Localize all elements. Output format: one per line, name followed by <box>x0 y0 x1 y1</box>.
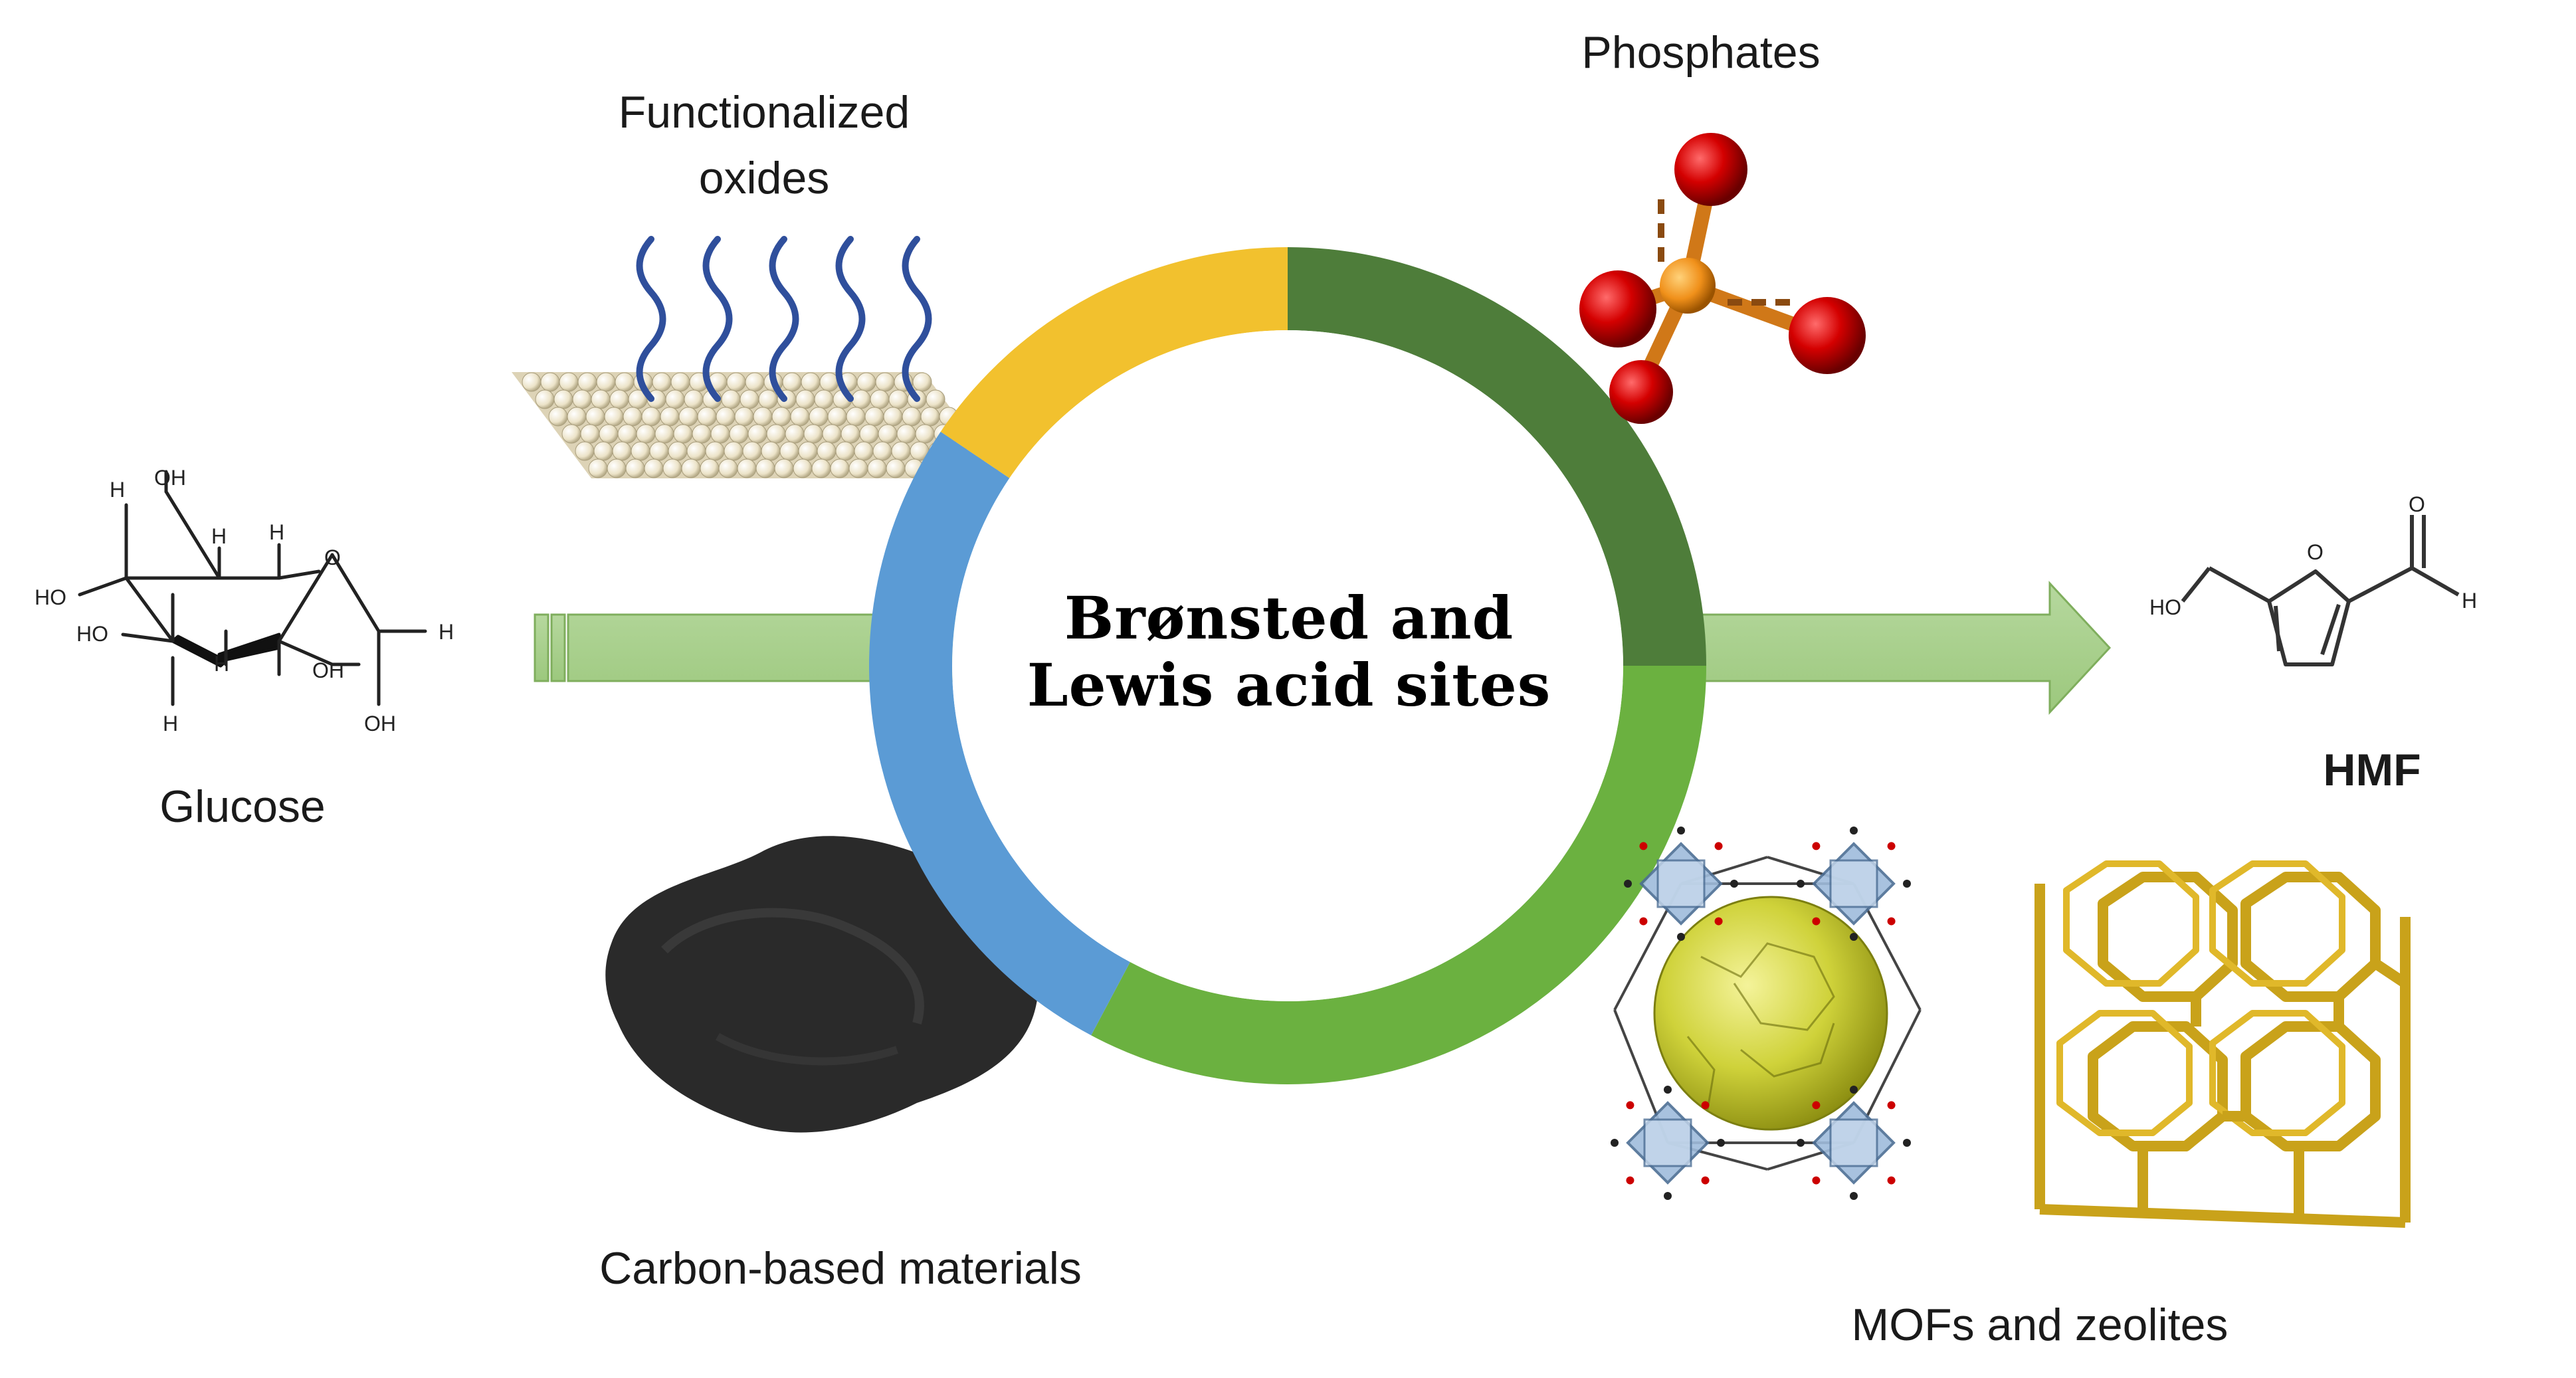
atom-oh: OH <box>312 658 344 682</box>
atom-h: H <box>110 478 125 502</box>
atom-h: H <box>439 620 454 644</box>
label-functionalized-line2: oxides <box>578 146 950 211</box>
atom-oh: OH <box>364 712 396 736</box>
mof-illustration <box>1611 827 1920 1200</box>
label-phosphates: Phosphates <box>1548 20 1854 86</box>
label-hmf: HMF <box>2306 738 2438 803</box>
zeolite-illustration <box>2040 864 2405 1223</box>
atom-h: H <box>269 520 284 544</box>
glucose-structure <box>80 472 425 704</box>
center-title-line1: Brønsted and <box>990 585 1588 652</box>
hmf-atom-labels: HO O O H <box>2149 492 2477 619</box>
atom-o: O <box>324 545 341 569</box>
atom-oh: OH <box>154 466 186 490</box>
label-functionalized-line1: Functionalized <box>578 80 950 146</box>
atom-o: O <box>2409 492 2425 516</box>
phosphate-molecule <box>1579 133 1866 424</box>
glucose-atom-labels: H OH HO HO H H H H O OH H OH <box>35 466 454 736</box>
label-mofs-zeolites: MOFs and zeolites <box>1807 1292 2272 1358</box>
functionalized-oxides-illustration <box>512 239 1003 478</box>
atom-ho: HO <box>35 585 66 609</box>
label-glucose: Glucose <box>133 774 352 840</box>
atom-h: H <box>2462 589 2477 613</box>
atom-o: O <box>2307 540 2324 564</box>
center-title: Brønsted and Lewis acid sites <box>990 585 1588 719</box>
hmf-structure <box>2183 515 2458 664</box>
atom-h: H <box>163 712 178 736</box>
label-carbon-based: Carbon-based materials <box>565 1236 1116 1302</box>
atom-ho: HO <box>2149 595 2181 619</box>
atom-ho: HO <box>76 622 108 646</box>
atom-h: H <box>214 652 229 676</box>
atom-h: H <box>211 524 227 548</box>
center-title-line2: Lewis acid sites <box>990 652 1588 719</box>
label-functionalized-oxides: Functionalized oxides <box>578 80 950 211</box>
